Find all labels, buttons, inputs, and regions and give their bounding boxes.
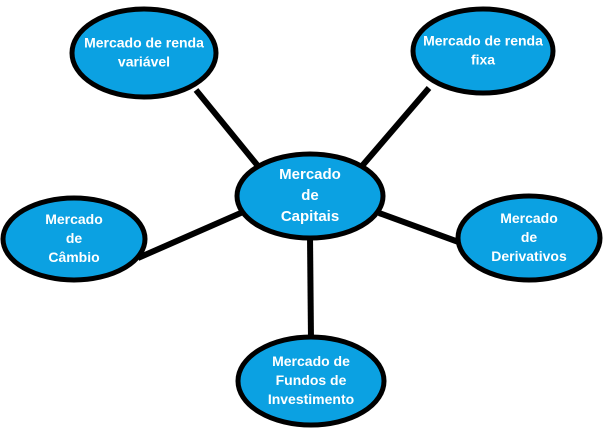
- node-label-line: Câmbio: [48, 249, 99, 265]
- node-label-line: Mercado: [279, 166, 341, 183]
- node-shape-mercado-de-cambio: [0, 195, 148, 283]
- node-label-line: Fundos de: [276, 372, 347, 388]
- node-label-line: de: [521, 229, 538, 245]
- connector-mercado-de-derivativos: [377, 210, 466, 247]
- node-label-line: Capitais: [281, 208, 339, 225]
- connector-mercado-de-cambio: [136, 209, 245, 261]
- connector-mercado-de-renda-fixa: [359, 86, 432, 168]
- node-shape-mercado-de-renda-fixa: [410, 6, 556, 96]
- node-label-line: Mercado: [45, 211, 103, 227]
- node-shape-mercado-de-derivativos: [455, 193, 603, 283]
- node-label-line: Mercado de renda: [423, 32, 543, 48]
- node-mercado-de-renda-fixa[interactable]: Mercado de renda fixa: [410, 6, 556, 96]
- connector-mercado-de-fundos-de-investimento: [307, 235, 314, 341]
- edges-layer: [136, 86, 466, 341]
- node-shape-mercado-de-capitais: [234, 151, 386, 241]
- node-label-line: variável: [118, 53, 170, 69]
- node-label-mercado-de-renda-variavel: Mercado de renda variável: [84, 34, 204, 69]
- node-label-line: Derivativos: [491, 248, 567, 264]
- node-label-line: fixa: [471, 51, 495, 67]
- node-label-line: de: [301, 187, 319, 204]
- node-label-line: Investimento: [268, 391, 354, 407]
- node-label-line: de: [66, 230, 83, 246]
- node-label-line: Mercado de: [272, 353, 350, 369]
- connector-mercado-de-renda-variavel: [193, 88, 261, 168]
- node-label-line: Mercado: [500, 210, 558, 226]
- node-mercado-de-renda-variavel[interactable]: Mercado de renda variável: [69, 6, 219, 100]
- node-shape-mercado-de-renda-variavel: [69, 6, 219, 100]
- node-label-line: Mercado de renda: [84, 34, 204, 50]
- node-label-mercado-de-renda-fixa: Mercado de renda fixa: [423, 32, 543, 67]
- node-mercado-de-fundos-de-investimento[interactable]: Mercado de Fundos de Investimento: [235, 334, 387, 428]
- node-label-mercado-de-fundos-de-investimento: Mercado de Fundos de Investimento: [268, 353, 354, 407]
- node-shape-mercado-de-fundos-de-investimento: [235, 334, 387, 428]
